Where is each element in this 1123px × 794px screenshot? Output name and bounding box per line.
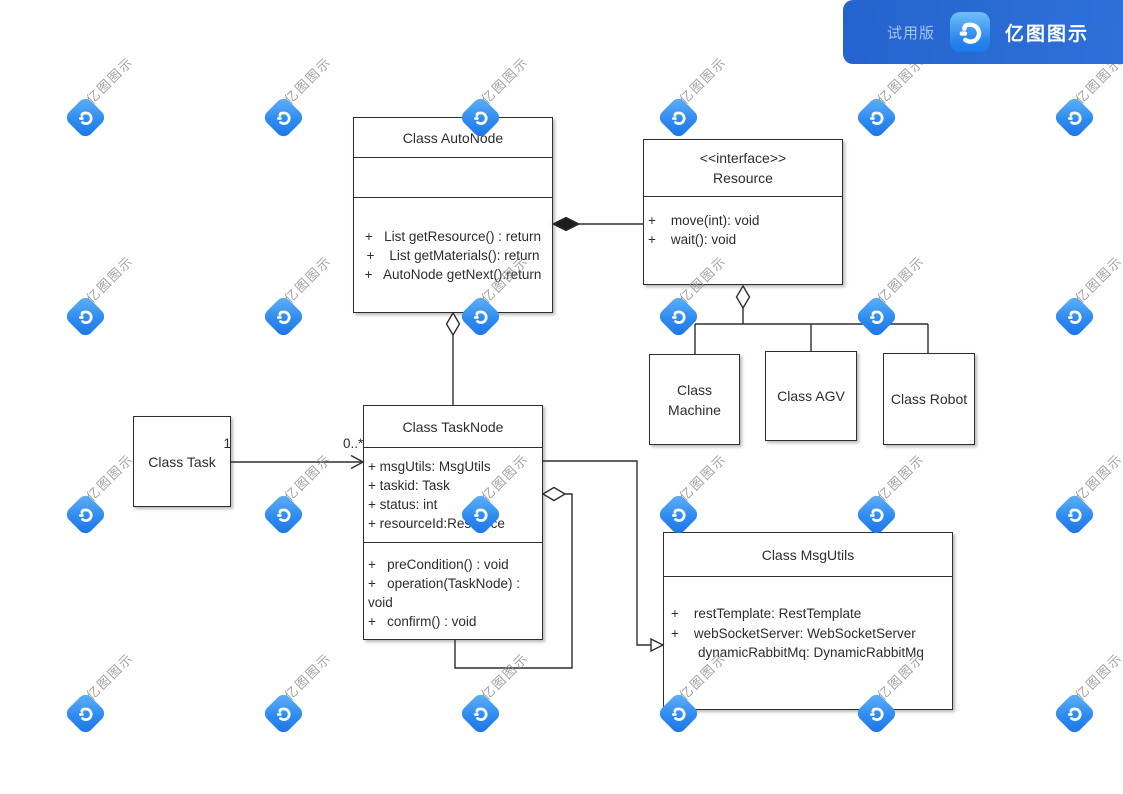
watermark-logo-icon — [261, 294, 305, 338]
watermark-logo-icon — [854, 492, 898, 536]
attributes-compartment: + msgUtils: MsgUtils + taskid: Task + st… — [364, 448, 542, 543]
watermark-text: 亿图图示 — [281, 252, 335, 306]
watermark-text: 亿图图示 — [874, 252, 928, 306]
hollow-triangle-arrowhead-icon — [650, 637, 665, 653]
multiplicity-label-task: 1 — [223, 436, 231, 451]
watermark-text: 亿图图示 — [676, 53, 730, 107]
method-line: + List getResource() : return — [365, 229, 541, 244]
class-box-autonode[interactable]: Class AutoNode + List getResource() : re… — [353, 117, 553, 313]
methods-compartment: + move(int): void + wait(): void — [644, 197, 842, 249]
method-line: + move(int): void — [648, 213, 760, 228]
multiplicity-label-tasknode: 0..* — [343, 436, 364, 451]
class-title: Class MsgUtils — [664, 533, 952, 577]
aggregation-diamond-icon — [541, 486, 567, 502]
watermark-logo-icon — [1052, 294, 1096, 338]
attributes-compartment — [354, 158, 552, 198]
watermark-logo-icon — [458, 691, 502, 735]
interface-box-resource[interactable]: <<interface>> Resource + move(int): void… — [643, 139, 843, 285]
watermark-text: 亿图图示 — [1072, 450, 1123, 504]
connector-autonode-tasknode[interactable] — [445, 311, 461, 405]
watermark-text: 亿图图示 — [281, 450, 335, 504]
watermark-logo-icon — [1052, 691, 1096, 735]
class-box-robot[interactable]: Class Robot — [883, 353, 975, 445]
watermark-text: 亿图图示 — [478, 649, 532, 703]
watermark-logo-icon — [63, 492, 107, 536]
watermark-logo-icon — [261, 95, 305, 139]
class-title: Class Robot — [890, 391, 968, 407]
attribute-line: + resourceId:Resource — [368, 516, 505, 531]
watermark-logo-icon — [63, 691, 107, 735]
attribute-line: dynamicRabbitMq: DynamicRabbitMq — [698, 645, 924, 660]
watermark-logo-icon — [63, 294, 107, 338]
class-box-tasknode[interactable]: Class TaskNode + msgUtils: MsgUtils + ta… — [363, 405, 543, 640]
method-line: + operation(TaskNode) : — [368, 576, 520, 591]
stereotype-label: <<interface>> — [699, 150, 787, 166]
attribute-line: + msgUtils: MsgUtils — [368, 459, 491, 474]
attribute-line: + status: int — [368, 497, 438, 512]
watermark-logo-icon — [261, 691, 305, 735]
trial-banner[interactable]: 试用版 亿图图示 — [843, 0, 1123, 64]
watermark-text: 亿图图示 — [874, 450, 928, 504]
watermark-logo-icon — [656, 95, 700, 139]
watermark-text: 亿图图示 — [83, 252, 137, 306]
watermark-logo-icon — [63, 95, 107, 139]
watermark-text: 亿图图示 — [281, 53, 335, 107]
method-line: + preCondition() : void — [368, 557, 509, 572]
watermark-text: 亿图图示 — [83, 649, 137, 703]
method-line: + confirm() : void — [368, 614, 477, 629]
composition-diamond-icon — [551, 216, 581, 232]
watermark-logo-icon — [261, 492, 305, 536]
watermark-text: 亿图图示 — [83, 53, 137, 107]
connector-resource-implementations[interactable] — [694, 284, 929, 354]
watermark-text: 亿图图示 — [676, 450, 730, 504]
aggregation-diamond-icon — [445, 311, 461, 337]
edraw-logo-icon — [949, 12, 990, 52]
open-arrowhead-icon — [350, 454, 365, 470]
attributes-compartment: + restTemplate: RestTemplate + webSocket… — [664, 577, 952, 663]
method-line: + List getMaterials(): return — [366, 248, 540, 263]
connector-autonode-resource[interactable] — [551, 216, 643, 232]
trial-version-label: 试用版 — [886, 24, 935, 42]
aggregation-diamond-icon — [735, 284, 751, 310]
attribute-line: + restTemplate: RestTemplate — [671, 606, 862, 621]
watermark-logo-icon — [854, 294, 898, 338]
class-title: Class AutoNode — [354, 118, 552, 158]
class-title: Class AGV — [777, 388, 845, 404]
class-title: Resource — [713, 170, 773, 186]
watermark-logo-icon — [1052, 95, 1096, 139]
methods-compartment: + preCondition() : void + operation(Task… — [364, 543, 542, 631]
watermark-text: 亿图图示 — [1072, 252, 1123, 306]
method-line: + wait(): void — [648, 232, 737, 247]
class-box-msgutils[interactable]: Class MsgUtils + restTemplate: RestTempl… — [663, 532, 953, 710]
methods-compartment: + List getResource() : return + List get… — [354, 198, 552, 284]
attribute-line: + webSocketServer: WebSocketServer — [671, 625, 916, 641]
watermark-logo-icon — [854, 95, 898, 139]
connector-task-tasknode[interactable] — [231, 454, 365, 470]
class-box-machine[interactable]: Class Machine — [649, 354, 740, 445]
watermark-text: 亿图图示 — [1072, 649, 1123, 703]
watermark-text: 亿图图示 — [281, 649, 335, 703]
attribute-line: + taskid: Task — [368, 478, 450, 493]
class-box-task[interactable]: Class Task — [133, 416, 231, 507]
brand-name: 亿图图示 — [1004, 23, 1089, 45]
class-title: Class Task — [148, 453, 216, 470]
method-line-wrap: void — [368, 595, 393, 610]
class-title: Class Machine — [668, 381, 721, 418]
class-box-agv[interactable]: Class AGV — [765, 351, 857, 441]
watermark-logo-icon — [656, 294, 700, 338]
watermark-text: 亿图图示 — [478, 53, 532, 107]
class-title: Class TaskNode — [364, 406, 542, 448]
watermark-logo-icon — [656, 492, 700, 536]
watermark-logo-icon — [1052, 492, 1096, 536]
method-line: + AutoNode getNext():return — [364, 267, 542, 282]
watermark-text: 亿图图示 — [83, 450, 137, 504]
connector-tasknode-msgutils[interactable] — [543, 460, 665, 653]
